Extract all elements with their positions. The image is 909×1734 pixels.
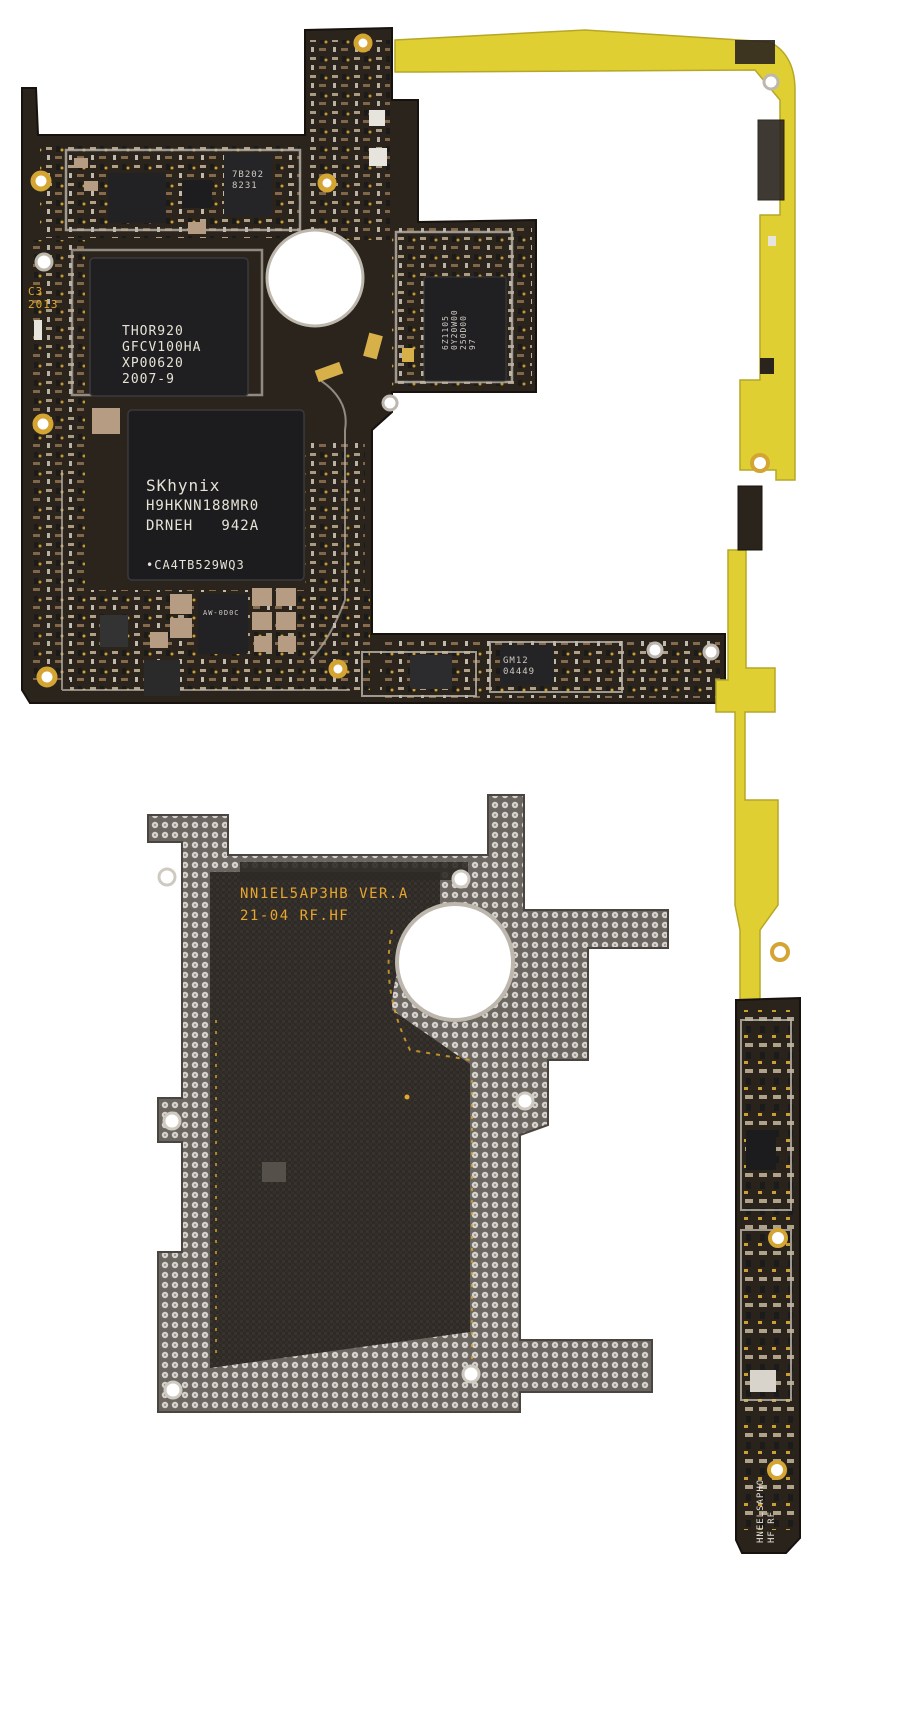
soc-marking-line-2: GFCV100HA [122,340,202,355]
memory-lot: DRNEH 942A [146,518,260,534]
memory-part-number: H9HKNN188MR0 [146,498,260,514]
soc-marking-line-1: THOR920 [122,324,184,339]
memory-brand: SKhynix [146,476,221,495]
main-logic-board [21,26,726,704]
rf-shield-board [147,794,669,1413]
flex-cable [394,29,796,1001]
board-code: C3 2013 [28,285,59,311]
soc-marking-line-3: XP00620 [122,356,184,371]
sub-board-strip [735,996,801,1554]
flex-label: HNEELSAPHO HF RF [756,1478,777,1543]
soc-marking-line-4: 2007-9 [122,372,175,387]
memory-code: •CA4TB529WQ3 [146,558,245,572]
chip-small-1-marking: 7B202 8231 [232,170,265,191]
chip-small-2-marking: GM12 04449 [503,656,536,677]
chip-small-3-marking: AW-0D0C [203,609,240,617]
rf-board-label: NN1EL5AP3HB VER.A 21-04 RF.HF [240,886,409,924]
chip-rotated-marking: 6Z1105 0Y20W00 250D00 97 [441,309,477,350]
